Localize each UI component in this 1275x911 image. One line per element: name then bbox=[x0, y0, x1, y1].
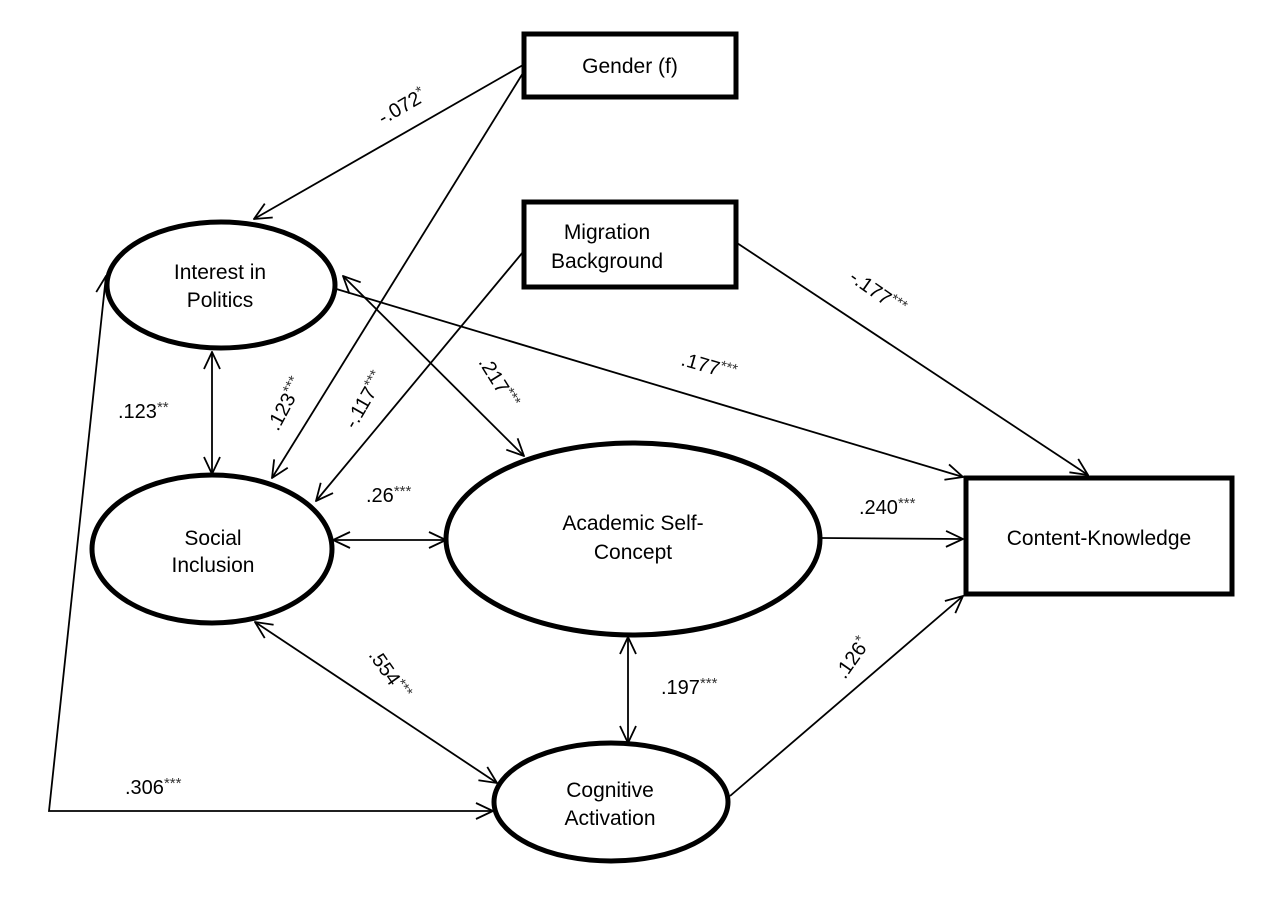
edge-migration-content bbox=[736, 242, 1088, 475]
node-gender: Gender (f) bbox=[521, 31, 739, 100]
edge-cognitive-content bbox=[729, 596, 963, 797]
node-label-line-2: Concept bbox=[594, 541, 672, 564]
edge-label-interest-content: .177*** bbox=[679, 347, 740, 386]
node-interest-in-politics: Interest in Politics bbox=[104, 219, 338, 351]
edge-label-migration-social: -.117*** bbox=[339, 367, 391, 433]
edge-label-academic-content: .240*** bbox=[859, 495, 916, 519]
node-social-inclusion: Social Inclusion bbox=[89, 472, 335, 626]
node-label-line-1: Interest in bbox=[174, 261, 266, 284]
edge-label-interest-academic: .217*** bbox=[474, 352, 524, 413]
edge-labels: -.072* .123*** -.117*** -.177*** .123** … bbox=[118, 83, 916, 799]
node-label-line-1: Social bbox=[184, 527, 241, 550]
node-label-line-2: Activation bbox=[564, 807, 655, 830]
node-label-line-1: Academic Self- bbox=[562, 512, 703, 535]
node-academic-self-concept: Academic Self- Concept bbox=[443, 440, 823, 638]
node-label-line-2: Politics bbox=[187, 289, 254, 312]
node-label-line-1: Migration bbox=[564, 221, 650, 244]
edge-social-cognitive bbox=[255, 622, 497, 783]
node-label-line-2: Inclusion bbox=[172, 554, 255, 577]
node-content-knowledge: Content-Knowledge bbox=[963, 475, 1235, 597]
edge-label-social-cognitive: .554*** bbox=[364, 644, 416, 704]
edge-interest-cognitive bbox=[47, 276, 493, 811]
edge-label-interest-cognitive: .306*** bbox=[125, 775, 182, 799]
edge-academic-content bbox=[821, 538, 963, 539]
edge-label-interest-social: .123** bbox=[118, 399, 169, 423]
node-cognitive-activation: Cognitive Activation bbox=[491, 740, 731, 864]
edge-label-migration-content: -.177*** bbox=[845, 264, 911, 320]
node-label-line-2: Background bbox=[551, 250, 663, 273]
edge-label-gender-social: .123*** bbox=[261, 373, 309, 434]
edge-gender-interest bbox=[254, 64, 524, 219]
node-label: Gender (f) bbox=[582, 55, 678, 78]
edge-label-cognitive-content: .126* bbox=[829, 632, 874, 683]
node-migration-background: Migration Background bbox=[521, 199, 739, 290]
edges bbox=[47, 64, 1088, 811]
edge-label-social-academic: .26*** bbox=[366, 483, 411, 507]
edge-label-academic-cognitive: .197*** bbox=[661, 675, 718, 699]
node-label: Content-Knowledge bbox=[1007, 527, 1191, 550]
node-label-line-1: Cognitive bbox=[566, 779, 654, 802]
